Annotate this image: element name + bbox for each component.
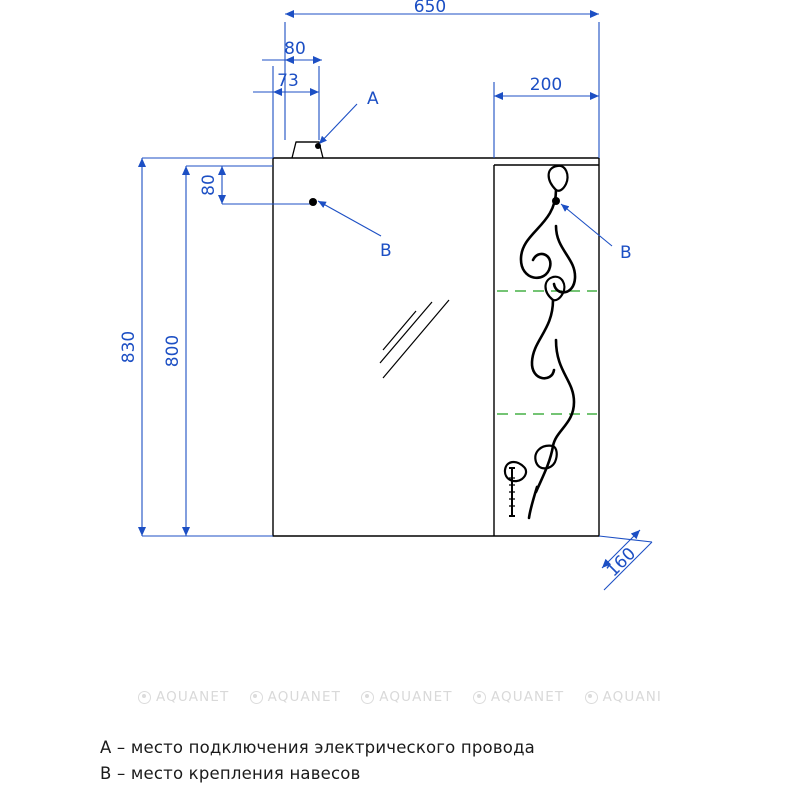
marker-b-left-label: B (380, 241, 392, 261)
cabinet-outline (272, 157, 600, 537)
lamp-bracket-shape (291, 141, 324, 159)
marker-a-label: A (367, 89, 379, 109)
marker-b-right-label: B (620, 243, 632, 263)
dimension-lines (138, 10, 653, 591)
dim-200: 200 (530, 75, 562, 95)
dim-80-left: 80 (199, 174, 219, 196)
dim-73: 73 (277, 71, 299, 91)
marker-labels: A B B (367, 89, 632, 263)
decorative-vine-ornament (519, 188, 577, 520)
dim-830: 830 (119, 331, 139, 363)
dim-160: 160 (603, 544, 640, 581)
marker-leader-lines (317, 103, 613, 247)
dim-80-top: 80 (284, 39, 306, 59)
legend-line-b: B – место крепления навесов (100, 764, 361, 783)
dim-800: 800 (163, 335, 183, 367)
shelf-dashed-lines (497, 290, 597, 415)
mount-point-dots (309, 143, 560, 206)
door-handle (509, 467, 515, 517)
vine-leaves (503, 164, 569, 483)
legend-line-a: A – место подключения электрического про… (100, 738, 535, 757)
dim-650: 650 (414, 0, 446, 17)
mirror-glare-lines (379, 299, 450, 379)
legend: A – место подключения электрического про… (100, 735, 535, 787)
